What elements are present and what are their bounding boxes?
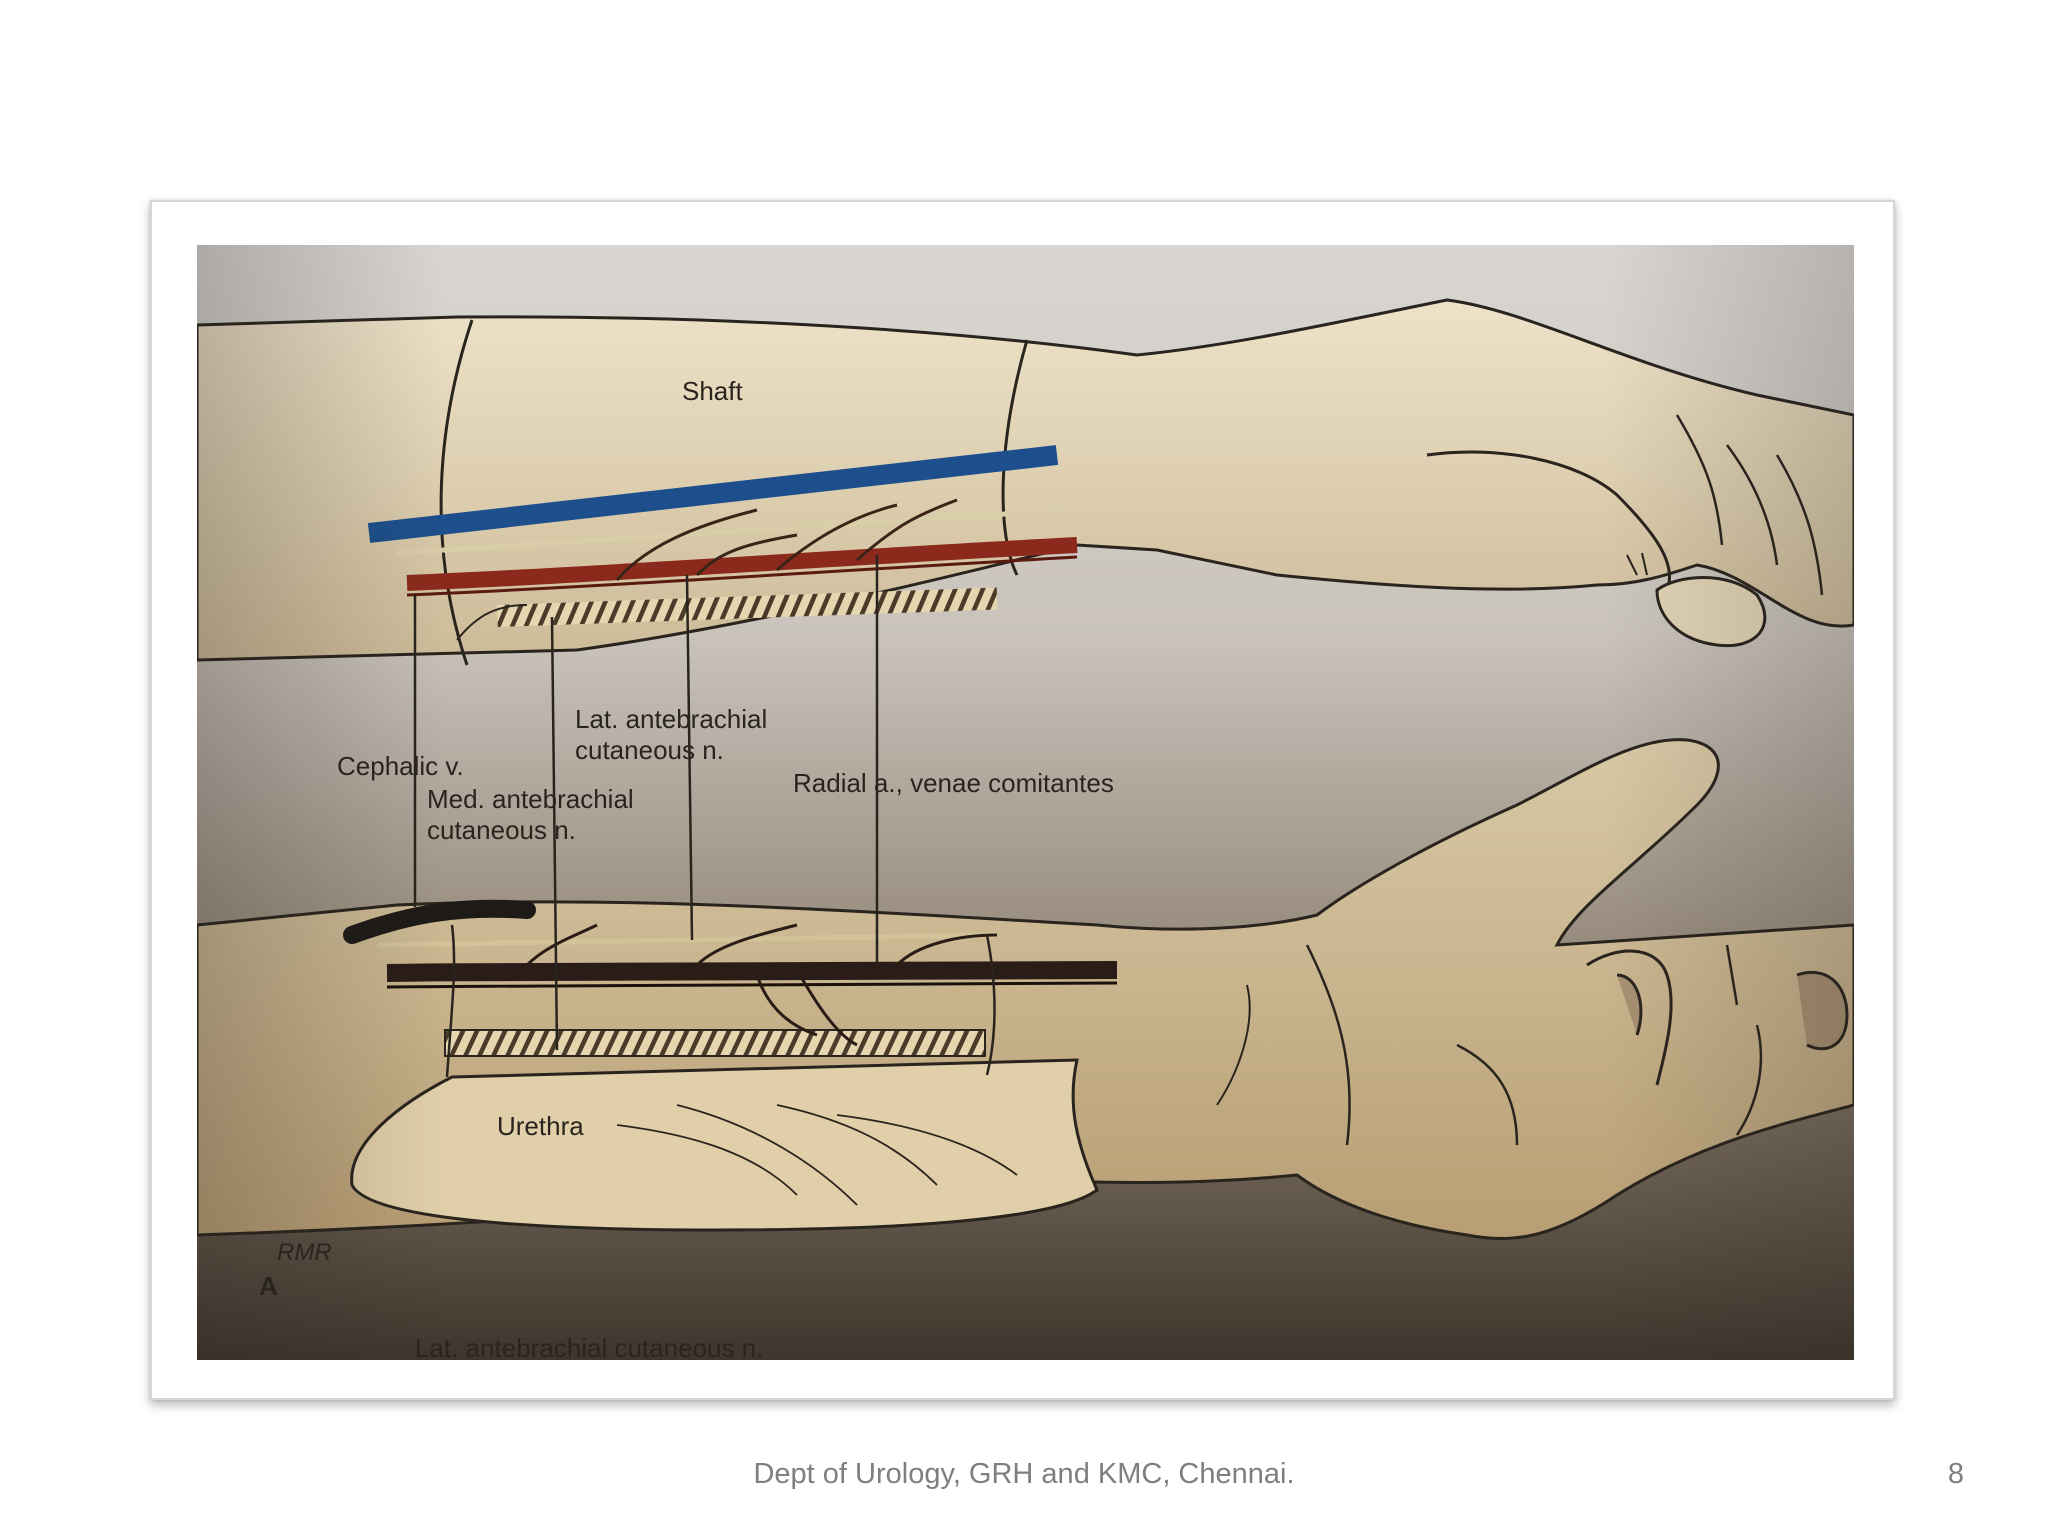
- label-cephalic-vein: Cephalic v.: [337, 751, 464, 781]
- label-med-antebrachial-1: Med. antebrachial: [427, 784, 634, 814]
- label-radial-artery: Radial a., venae comitantes: [793, 768, 1114, 798]
- slide-frame: Shaft Lat. antebrachial cutaneous n. Cep…: [150, 200, 1895, 1400]
- cutoff-caption: Lat. antebrachial cutaneous n.: [415, 1333, 763, 1360]
- label-shaft: Shaft: [682, 376, 743, 406]
- anatomy-illustration: Shaft Lat. antebrachial cutaneous n. Cep…: [197, 245, 1854, 1360]
- label-lat-antebrachial-1: Lat. antebrachial: [575, 704, 767, 734]
- label-urethra: Urethra: [497, 1111, 584, 1141]
- label-med-antebrachial-2: cutaneous n.: [427, 815, 576, 845]
- page-number: 8: [1947, 1458, 1964, 1490]
- slide-footer: Dept of Urology, GRH and KMC, Chennai.: [753, 1458, 1295, 1490]
- illustrator-signature: RMR: [277, 1239, 332, 1266]
- label-lat-antebrachial-2: cutaneous n.: [575, 735, 724, 765]
- panel-letter: A: [259, 1271, 278, 1301]
